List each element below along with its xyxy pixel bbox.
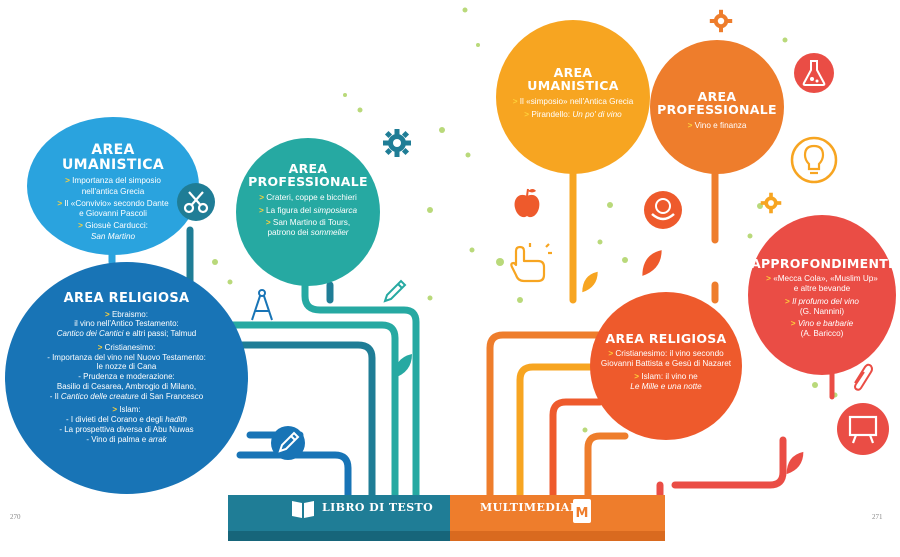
list-item: > «Mecca Cola», «Muslim Up»e altre bevan… [766, 274, 878, 294]
title-line-2: UMANISTICA [527, 78, 619, 94]
leaf-icon [786, 451, 804, 475]
page-number-right: 271 [872, 513, 883, 521]
leaf-icon [642, 250, 662, 276]
right-religious-circle: AREA RELIGIOSA > Cristianesimo: il vino … [590, 292, 742, 440]
pencil-outline-icon [383, 279, 407, 303]
list-item: > Ebraismo: il vino nell'Antico Testamen… [56, 309, 197, 339]
list-item: > Il «simposio» nell'Antica Grecia [512, 97, 634, 107]
decorative-dots [212, 7, 838, 433]
lightbulb-icon [790, 136, 838, 184]
presentation-board-icon [837, 403, 889, 455]
right-deepening-list: > «Mecca Cola», «Muslim Up»e altre bevan… [748, 274, 896, 340]
list-item: > San Martino di Tours,patrono dei somme… [265, 217, 351, 237]
title-line-1: AREA [91, 142, 135, 158]
gear-icon [760, 192, 782, 214]
flask-icon [794, 53, 834, 93]
pencil-icon [271, 426, 305, 460]
leaf-icon [394, 354, 412, 378]
title-line-1: AREA [288, 161, 328, 176]
left-humanities-title: AREA UMANISTICA [27, 143, 199, 172]
textbook-label: LIBRO DI TESTO [322, 501, 434, 514]
list-item: > La figura del simposiarca [258, 205, 358, 215]
multimedia-label: MULTIMEDIALE [480, 501, 587, 514]
band-stripe [228, 531, 450, 541]
left-professional-circle: AREA PROFESSIONALE > Crateri, coppe e bi… [236, 138, 380, 286]
scissors-icon [177, 183, 215, 221]
book-icon [292, 501, 314, 518]
title-line-1: AREA [697, 89, 737, 104]
list-item: > Vino e barbarie(A. Baricco) [790, 319, 854, 339]
title-line-2: PROFESSIONALE [657, 102, 777, 118]
list-item: > Pirandello: Un po' di vino [524, 109, 622, 119]
left-religious-list: > Ebraismo: il vino nell'Antico Testamen… [5, 310, 248, 445]
tablet-icon: M [573, 499, 591, 523]
left-professional-list: > Crateri, coppe e bicchieri > La figura… [236, 193, 380, 238]
left-religious-circle: AREA RELIGIOSA > Ebraismo: il vino nell'… [5, 262, 248, 494]
list-item: > Crateri, coppe e bicchieri [259, 193, 357, 203]
list-item: > Giosuè Carducci:San Martino [78, 221, 148, 241]
left-religious-title: AREA RELIGIOSA [63, 291, 190, 306]
right-humanities-circle: AREA UMANISTICA > Il «simposio» nell'Ant… [496, 20, 650, 174]
gear-icon [709, 9, 733, 33]
paperclip-icon [854, 363, 873, 391]
title-line-1: AREA [553, 65, 593, 80]
list-item: > Il profumo del vino(G. Nannini) [785, 296, 859, 316]
list-item: > Cristianesimo: - Importanza del vino n… [47, 342, 206, 401]
right-religious-title: AREA RELIGIOSA [605, 331, 727, 346]
right-deepening-circle: APPROFONDIMENTI > «Mecca Cola», «Muslim … [748, 215, 896, 375]
compass-icon [251, 289, 273, 321]
apple-icon [514, 188, 540, 218]
list-item: > Vino e finanza [687, 121, 747, 131]
right-professional-list: > Vino e finanza [650, 121, 784, 131]
leaf-icon [582, 271, 598, 293]
title-line-2: PROFESSIONALE [248, 174, 368, 190]
globe-hands-icon [644, 191, 682, 229]
band-stripe [450, 531, 665, 541]
right-deepening-title: APPROFONDIMENTI [750, 256, 894, 271]
right-humanities-list: > Il «simposio» nell'Antica Grecia > Pir… [496, 97, 650, 120]
right-professional-title: AREA PROFESSIONALE [650, 90, 784, 116]
list-item: > Islam: - I divieti del Corano e degli … [59, 405, 194, 444]
left-humanities-circle: AREA UMANISTICA > Importanza del simposi… [27, 117, 199, 255]
svg-text:M: M [576, 506, 589, 521]
right-professional-circle: AREA PROFESSIONALE > Vino e finanza [650, 40, 784, 174]
textbook-band: LIBRO DI TESTO [228, 495, 450, 541]
left-professional-title: AREA PROFESSIONALE [236, 162, 380, 188]
multimedia-band: MULTIMEDIALE M [450, 495, 665, 541]
title-line-2: UMANISTICA [61, 156, 164, 173]
pointer-hand-icon [510, 243, 552, 283]
page-number-left: 270 [10, 513, 21, 521]
gear-icon [383, 129, 411, 157]
right-humanities-title: AREA UMANISTICA [496, 66, 650, 92]
